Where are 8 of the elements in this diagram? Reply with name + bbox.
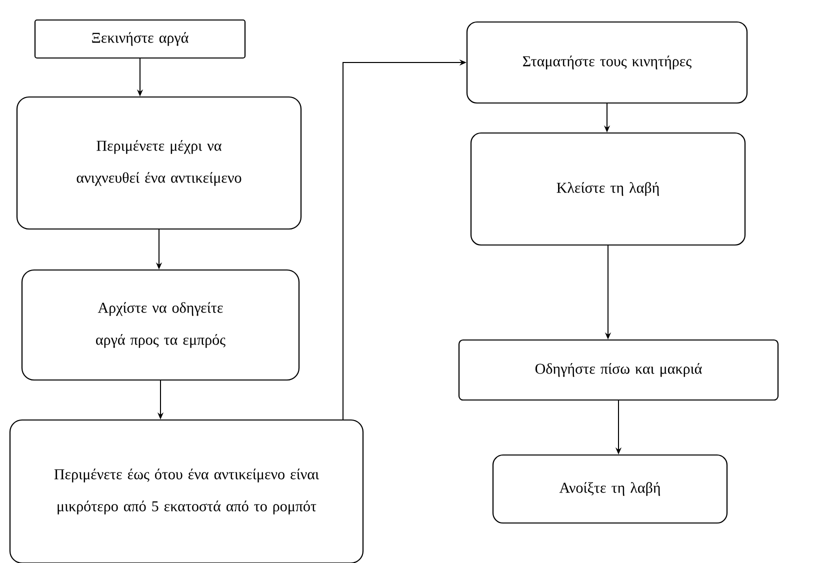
process-box: Περιμένετε έως ότου ένα αντικείμενο είναι μικρότερο από 5 εκατοστά από το ρομπότ (9, 419, 364, 563)
process-box: Περιμένετε μέχρι να ανιχνευθεί ένα αντικείμενο (16, 96, 302, 230)
process-box: Σταματήστε τους κινητήρες (466, 21, 748, 104)
process-box: Οδηγήστε πίσω και μακριά (458, 339, 779, 401)
process-box: Κλείστε τη λαβή (470, 132, 746, 246)
process-box: Ξεκινήστε αργά (34, 19, 246, 59)
process-box: Αρχίστε να οδηγείτε αργά προς τα εμπρός (21, 269, 300, 381)
process-box: Ανοίξτε τη λαβή (492, 454, 728, 524)
